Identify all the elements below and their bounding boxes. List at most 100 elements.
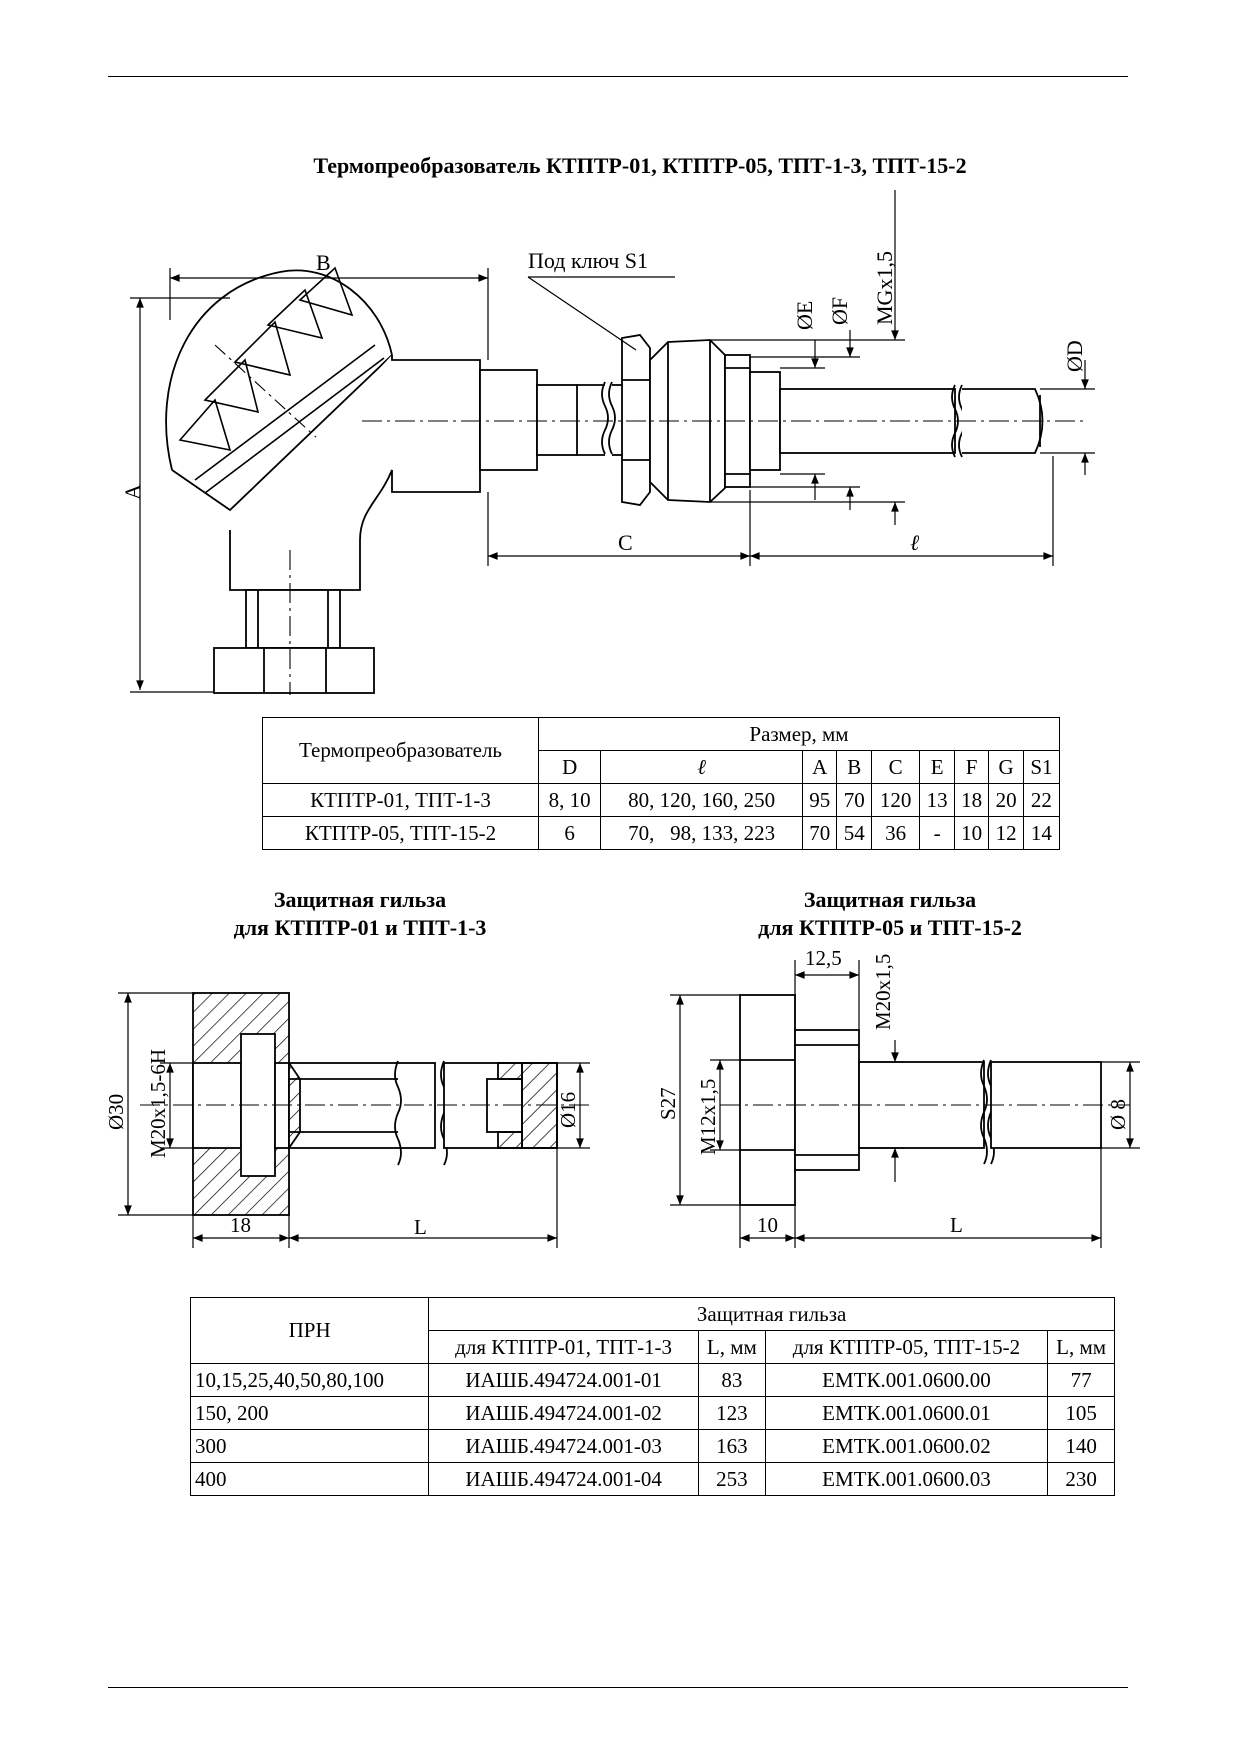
table-cell: КТПТР-05, ТПТ-15-2 xyxy=(262,816,539,850)
label-sleeve2-collar: 12,5 xyxy=(805,946,842,970)
table-cell: ИАШБ.494724.001-03 xyxy=(428,1429,699,1463)
table-cell: 77 xyxy=(1047,1363,1115,1397)
label-sleeve1-thread: M20x1,5-6H xyxy=(146,1049,170,1158)
label-dim-g: MGx1,5 xyxy=(872,251,897,325)
col-header: ℓ xyxy=(600,750,803,784)
gland-nut xyxy=(213,647,375,694)
table-cell: 400 xyxy=(189,1462,430,1496)
table-cell: 20 xyxy=(988,783,1024,817)
top-rule xyxy=(108,76,1128,77)
table-row: 10,15,25,40,50,80,100 ИАШБ.494724.001-01… xyxy=(189,1363,1115,1397)
sleeve1-title-line1: Защитная гильза xyxy=(273,887,447,912)
cover-ribs xyxy=(178,266,385,494)
col-header: B xyxy=(836,750,872,784)
label-sleeve1-tube: Ø16 xyxy=(556,1092,580,1128)
table-cell: 10,15,25,40,50,80,100 xyxy=(189,1363,430,1397)
table-cell: 150, 200 xyxy=(189,1396,430,1430)
cable-gland xyxy=(245,589,341,649)
sleeve2-title-line2: для КТПТР-05 и ТПТ-15-2 xyxy=(758,915,1022,940)
header-sleeve: Защитная гильза xyxy=(428,1297,1115,1331)
table-row: 150, 200 ИАШБ.494724.001-02 123 ЕМТК.001… xyxy=(189,1396,1115,1430)
header-converter: Термопреобразователь xyxy=(262,717,539,784)
label-sleeve2-tube: Ø 8 xyxy=(1106,1099,1130,1130)
col-header: D xyxy=(537,750,602,784)
head-dome xyxy=(165,269,393,471)
table-cell: - xyxy=(919,816,955,850)
hex-nut xyxy=(621,334,651,506)
table-cell: 8, 10 xyxy=(537,783,602,817)
sleeve-table: ПРН Защитная гильза для КТПТР-01, ТПТ-1-… xyxy=(189,1297,1115,1496)
table-cell: 80, 120, 160, 250 xyxy=(600,783,803,817)
sleeve2-title-line1: Защитная гильза xyxy=(803,887,977,912)
sleeve2-title: Защитная гильза для КТПТР-05 и ТПТ-15-2 xyxy=(730,886,1050,942)
page-title: Термопреобразователь КТПТР-01, КТПТР-05,… xyxy=(313,153,967,178)
col-header: для КТПТР-05, ТПТ-15-2 xyxy=(764,1330,1049,1364)
table-row: КТПТР-01, ТПТ-1-3 8, 10 80, 120, 160, 25… xyxy=(262,783,1061,817)
table-cell: 70 xyxy=(836,783,872,817)
label-sleeve1-length: L xyxy=(414,1215,427,1239)
table-cell: 253 xyxy=(697,1462,766,1496)
table-cell: 6 xyxy=(537,816,602,850)
col-header: S1 xyxy=(1022,750,1061,784)
label-dim-d: ØD xyxy=(1062,340,1087,372)
col-header: F xyxy=(953,750,990,784)
label-sleeve2-thread-in: M12x1,5 xyxy=(696,1079,720,1155)
table-cell: 14 xyxy=(1022,816,1061,850)
dimensions-table: Термопреобразователь Размер, мм D ℓ A B … xyxy=(262,717,1061,850)
table-cell: ИАШБ.494724.001-04 xyxy=(428,1462,699,1496)
main-dimension-labels: Под ключ S1 B A C ℓ ØE ØF MGx1,5 ØD xyxy=(120,248,1087,555)
sleeve2-labels: S27 M12x1,5 M20x1,5 12,5 Ø 8 10 L xyxy=(656,946,1130,1237)
head-body xyxy=(229,355,481,591)
table-row: 400 ИАШБ.494724.001-04 253 ЕМТК.001.0600… xyxy=(189,1462,1115,1496)
bottom-rule xyxy=(108,1687,1128,1688)
label-sleeve2-head: 10 xyxy=(757,1213,778,1237)
table-cell: 95 xyxy=(801,783,838,817)
label-wrench: Под ключ S1 xyxy=(528,248,648,273)
sleeve1-drawing xyxy=(118,992,590,1248)
col-header: C xyxy=(870,750,921,784)
col-header: G xyxy=(988,750,1024,784)
table-cell: 105 xyxy=(1047,1396,1115,1430)
label-sleeve1-head: 18 xyxy=(230,1213,251,1237)
label-dim-a: A xyxy=(120,484,145,500)
table-cell: 12 xyxy=(988,816,1024,850)
thermoconverter-drawing xyxy=(130,190,1095,695)
header-size: Размер, мм xyxy=(538,717,1060,751)
table-cell: 163 xyxy=(697,1429,766,1463)
table-cell: 22 xyxy=(1022,783,1061,817)
table-cell: КТПТР-01, ТПТ-1-3 xyxy=(262,783,539,817)
label-dim-f: ØF xyxy=(827,297,852,325)
table-cell: 120 xyxy=(870,783,921,817)
header-prn: ПРН xyxy=(189,1297,430,1364)
table-cell: 10 xyxy=(953,816,990,850)
sleeve1-labels: Ø30 M20x1,5-6H Ø16 18 L xyxy=(104,1049,580,1239)
table-cell: ИАШБ.494724.001-02 xyxy=(428,1396,699,1430)
table-cell: 70 xyxy=(801,816,838,850)
table-row: 300 ИАШБ.494724.001-03 163 ЕМТК.001.0600… xyxy=(189,1429,1115,1463)
table-cell: 230 xyxy=(1047,1462,1115,1496)
table-cell: 54 xyxy=(836,816,872,850)
table-cell: 70, 98, 133, 223 xyxy=(600,816,803,850)
table-cell: 300 xyxy=(189,1429,430,1463)
table1-subheader-row: D ℓ A B C E F G S1 xyxy=(263,750,1061,784)
table-cell: 36 xyxy=(870,816,921,850)
table-cell: 13 xyxy=(919,783,955,817)
sleeve2-drawing xyxy=(670,960,1140,1248)
label-sleeve1-outer: Ø30 xyxy=(104,1094,128,1130)
table-cell: 123 xyxy=(697,1396,766,1430)
table-cell: ЕМТК.001.0600.01 xyxy=(764,1396,1049,1430)
table-row: КТПТР-05, ТПТ-15-2 6 70, 98, 133, 223 70… xyxy=(262,816,1061,850)
label-dim-c: C xyxy=(618,530,633,555)
table-cell: 140 xyxy=(1047,1429,1115,1463)
table-cell: 18 xyxy=(953,783,990,817)
table-cell: ИАШБ.494724.001-01 xyxy=(428,1363,699,1397)
sleeve1-title: Защитная гильза для КТПТР-01 и ТПТ-1-3 xyxy=(185,886,535,942)
sleeve1-title-line2: для КТПТР-01 и ТПТ-1-3 xyxy=(233,915,487,940)
label-sleeve2-thread-out: M20x1,5 xyxy=(871,954,895,1030)
table-cell: ЕМТК.001.0600.00 xyxy=(764,1363,1049,1397)
col-header: L, мм xyxy=(697,1330,766,1364)
col-header: E xyxy=(919,750,955,784)
table2-subheader-row: для КТПТР-01, ТПТ-1-3 L, мм для КТПТР-05… xyxy=(191,1330,1115,1364)
col-header: L, мм xyxy=(1047,1330,1115,1364)
